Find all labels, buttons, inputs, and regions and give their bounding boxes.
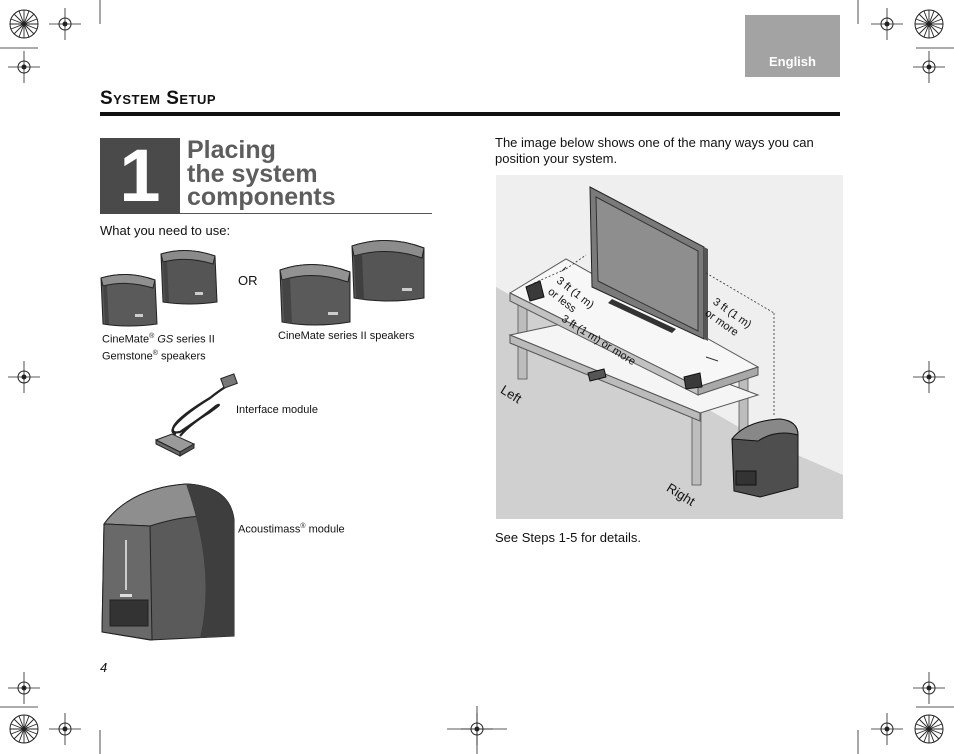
gemstone-caption: CineMate® GS series II Gemstone® speaker… [102, 330, 215, 363]
step-title-line3: components [187, 183, 336, 211]
step-underline [180, 213, 432, 214]
step-title-line2: the system [187, 159, 318, 188]
acoustimass-name: Acoustimass [238, 523, 301, 536]
step-title: Placing the system components [187, 136, 432, 211]
interface-module-image [154, 373, 238, 457]
section-title: System Setup [100, 88, 217, 109]
gemstone-reg-mark: ® [149, 333, 155, 340]
step-title-line1: Placing [187, 136, 276, 164]
gemstone-series-gs: GS [157, 333, 174, 346]
cinemate-speakers-image [279, 239, 425, 326]
gemstone-speakers-image [100, 250, 218, 327]
gemstone-line2-brand: Gemstone [102, 350, 153, 363]
language-tab[interactable]: English [745, 15, 840, 77]
see-steps-text: See Steps 1-5 for details. [495, 530, 641, 545]
section-rule [100, 112, 840, 116]
interface-module-label: Interface module [236, 404, 318, 416]
acoustimass-reg-mark: ® [300, 523, 306, 530]
intro-text: The image below shows one of the many wa… [495, 135, 814, 166]
acoustimass-rest: module [305, 523, 345, 536]
gemstone-line2-rest: speakers [157, 350, 206, 363]
placement-diagram [496, 175, 843, 519]
gemstone-series-rest: series II [173, 333, 215, 346]
need-to-use-text: What you need to use: [100, 223, 231, 238]
gemstone-brand: CineMate [102, 333, 150, 346]
or-label: OR [238, 273, 258, 288]
language-tab-label: English [769, 54, 816, 69]
acoustimass-module-image [101, 483, 235, 641]
page-number: 4 [100, 660, 108, 675]
step-number: 1 [100, 138, 180, 214]
cinemate-caption: CineMate series II speakers [278, 330, 415, 342]
acoustimass-label: Acoustimass® module [238, 520, 345, 537]
gemstone-line2-reg-mark: ® [152, 349, 158, 357]
